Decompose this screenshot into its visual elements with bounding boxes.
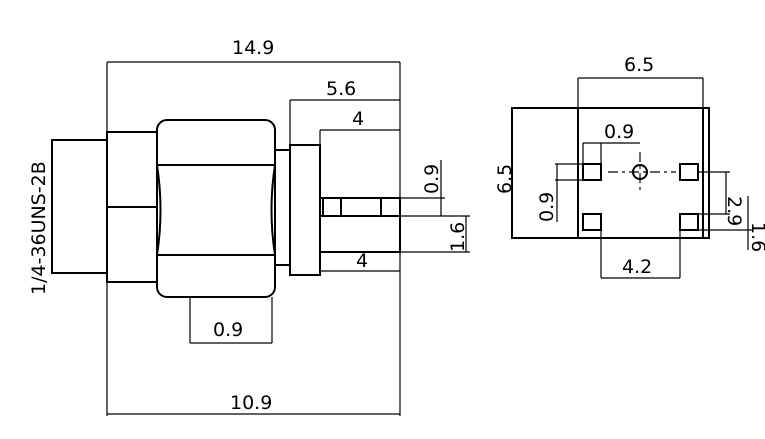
- dim-end-width: 6.5: [577, 54, 704, 108]
- hex-nut-curve-left: [156, 164, 162, 256]
- dim-flange-to-tip: 5.6: [289, 78, 400, 145]
- thread-spec-label: 1/4-36UNS-2B: [28, 161, 50, 295]
- dim-pin-diameter-label: 1.6: [447, 222, 469, 252]
- dim-pin-length-bottom-label: 4: [356, 250, 368, 272]
- thread-section: [51, 139, 108, 274]
- dim-pad-inner-label: 1.6: [747, 222, 765, 252]
- dim-end-height-label: 6.5: [494, 164, 516, 194]
- dim-pad-width: 0.9: [582, 121, 640, 164]
- hex-nut-curve-right: [270, 164, 276, 256]
- hex-nut-outline: [156, 119, 276, 298]
- pad-top-left: [582, 163, 602, 181]
- dim-pad-pitch: 4.2: [600, 230, 681, 279]
- dim-end-height: 6.5: [494, 164, 516, 194]
- dim-pad-height-label: 0.9: [536, 192, 558, 222]
- end-view: 6.5 6.5 0.9 0.9: [494, 54, 765, 279]
- dim-hex-offset: 0.9: [189, 297, 273, 344]
- dim-hex-offset-label: 0.9: [213, 319, 243, 341]
- dim-end-width-label: 6.5: [624, 54, 654, 76]
- dim-pad-width-label: 0.9: [604, 121, 634, 143]
- dim-pin-step: 0.9: [400, 160, 445, 217]
- pad-top-right: [679, 163, 699, 181]
- side-view: 14.9 5.6 4 0.9 1.6: [28, 37, 470, 416]
- dim-flange-to-tip-label: 5.6: [326, 78, 356, 100]
- pin-upper: [319, 197, 401, 217]
- dim-pad-offset-label: 2.9: [723, 196, 745, 226]
- dim-pad-height: 0.9: [536, 163, 583, 222]
- hex-nut: [156, 119, 276, 298]
- dim-pad-offset: 2.9: [698, 171, 745, 226]
- flange-square: [577, 107, 704, 239]
- neck: [274, 149, 291, 266]
- pad-bottom-right: [679, 213, 699, 231]
- dim-pad-pitch-label: 4.2: [622, 256, 652, 278]
- dim-pad-inner: 1.6: [698, 196, 765, 252]
- dim-pin-diameter: 1.6: [400, 215, 470, 253]
- flange: [289, 144, 321, 276]
- dim-body-length: 10.9: [106, 271, 401, 416]
- pad-bottom-left: [582, 213, 602, 231]
- pin-lower: [319, 215, 401, 253]
- dim-pin-length-bottom: 4: [320, 250, 401, 272]
- dim-body-length-label: 10.9: [230, 392, 272, 414]
- dim-pin-length-top: 4: [319, 108, 400, 145]
- dim-pin-step-label: 0.9: [421, 164, 443, 194]
- dim-pin-length-top-label: 4: [352, 108, 364, 130]
- dim-overall-length-label: 14.9: [232, 37, 274, 59]
